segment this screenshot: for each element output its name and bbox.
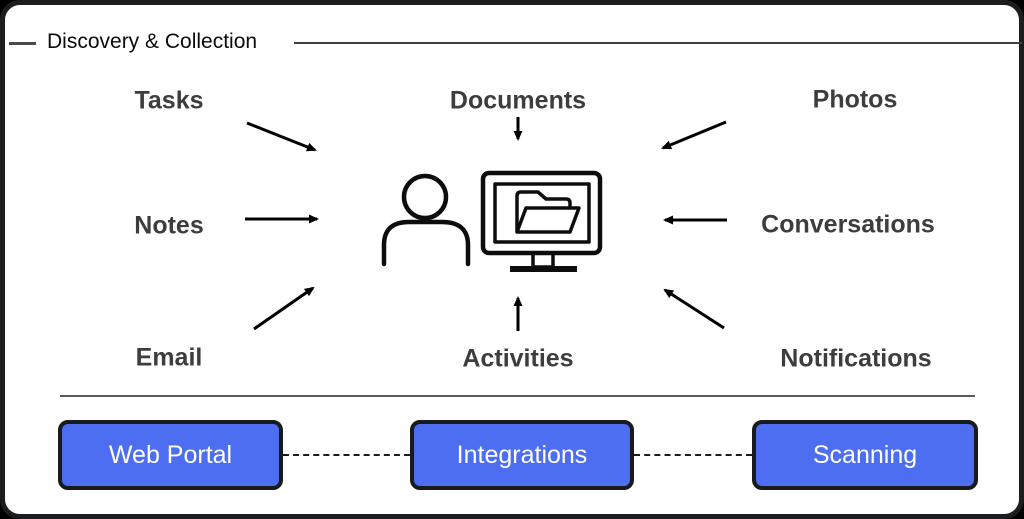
title-rule-right bbox=[294, 42, 1022, 44]
section-divider bbox=[60, 395, 975, 397]
channel-node-web-portal: Web Portal bbox=[58, 420, 283, 490]
source-label-email: Email bbox=[135, 343, 203, 372]
arrow-photos-to-center bbox=[661, 120, 727, 150]
person-shoulders bbox=[381, 219, 471, 267]
monitor-screen bbox=[493, 182, 591, 244]
source-label-activities: Activities bbox=[462, 344, 574, 373]
person-icon bbox=[381, 173, 471, 267]
monitor-folder-icon bbox=[480, 170, 603, 272]
source-label-photos: Photos bbox=[812, 85, 898, 114]
title-rule-left bbox=[9, 42, 36, 45]
channel-node-scanning: Scanning bbox=[752, 420, 978, 490]
source-label-tasks: Tasks bbox=[134, 86, 204, 115]
arrow-email-to-center bbox=[253, 286, 315, 331]
connector-integrations-scanning bbox=[634, 454, 752, 456]
channel-node-integrations: Integrations bbox=[410, 420, 634, 490]
monitor-frame bbox=[480, 170, 603, 256]
connector-webportal-integrations bbox=[283, 454, 410, 456]
source-label-conversations: Conversations bbox=[761, 210, 935, 239]
source-label-documents: Documents bbox=[449, 86, 587, 115]
person-head bbox=[401, 173, 449, 221]
folder-back bbox=[515, 190, 572, 232]
folder-front bbox=[515, 206, 581, 234]
arrow-notifications-to-center bbox=[663, 288, 725, 330]
panel-title: Discovery & Collection bbox=[47, 30, 258, 53]
monitor-stand bbox=[531, 247, 555, 269]
arrow-tasks-to-center bbox=[246, 121, 317, 152]
source-label-notifications: Notifications bbox=[780, 344, 932, 373]
source-label-notes: Notes bbox=[134, 211, 204, 240]
